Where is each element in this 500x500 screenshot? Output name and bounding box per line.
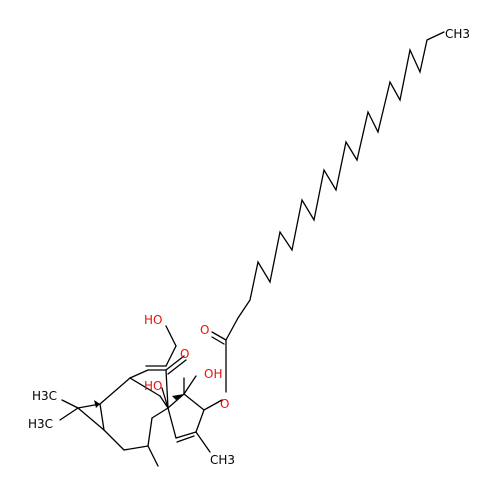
- chain-bonds: [225, 31, 445, 341]
- cyclopentene-ring: [167, 393, 211, 453]
- ester-oxygen-bonds: [203, 399, 223, 411]
- ch3-chain-end-label: CH3: [445, 27, 470, 41]
- cycloheptene-ring: [99, 365, 169, 467]
- ester-oxygen-label: O: [220, 397, 229, 411]
- hydroxymethyl-oh-label: HO: [144, 313, 162, 327]
- ketone-oxygen-label: O: [180, 347, 189, 361]
- ester-carbonyl-oxygen-label: O: [200, 323, 209, 337]
- ester-carbonyl: [211, 331, 227, 393]
- h3c-upper-label: H3C: [32, 389, 57, 403]
- ch3-ring-label: CH3: [210, 453, 235, 467]
- hydroxymethyl-group: [165, 325, 177, 367]
- fatty-acid-chain: [225, 31, 445, 341]
- hydroxy-right-label: OH: [204, 367, 222, 381]
- cyclopropane-ring: [59, 399, 105, 431]
- hydroxy-left-label: HO: [144, 379, 162, 393]
- ketone-group: [165, 355, 187, 375]
- h3c-lower-label: H3C: [28, 417, 53, 431]
- hydroxy-bonds: [161, 375, 197, 409]
